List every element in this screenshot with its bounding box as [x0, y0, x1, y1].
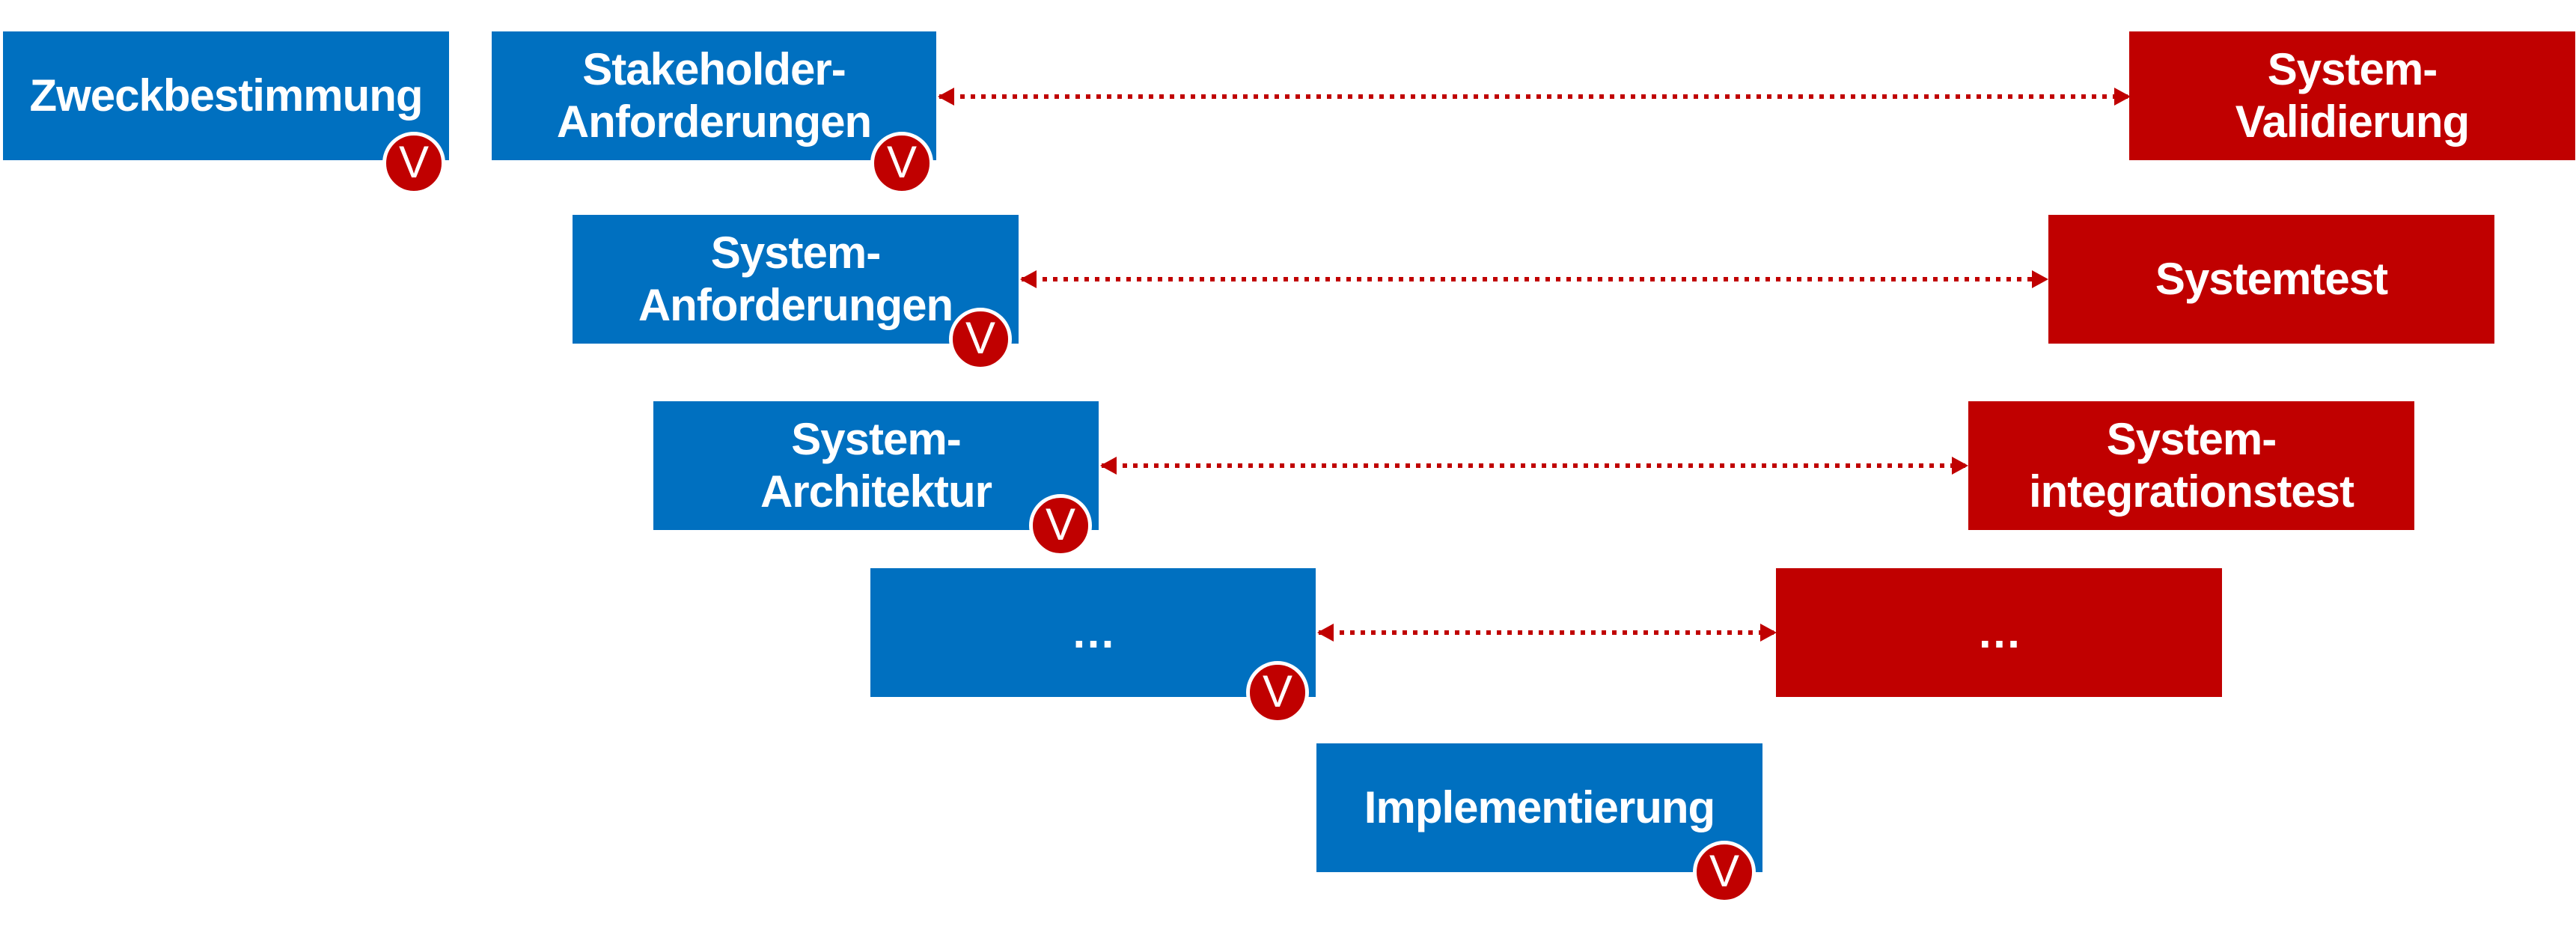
box-zweckbestimmung: Zweckbestimmung — [3, 31, 449, 160]
verification-badge: V — [1246, 661, 1309, 724]
box-label-line: Validierung — [2235, 97, 2470, 147]
arrowhead-left — [938, 88, 954, 106]
box-dots-right: … — [1776, 568, 2222, 697]
box-label-line: Architektur — [760, 466, 992, 517]
verification-badge: V — [949, 308, 1012, 371]
box-label-line: … — [1977, 607, 2022, 657]
box-label-line: System- — [2106, 414, 2277, 464]
box-label-line: Stakeholder- — [582, 44, 846, 94]
arrowhead-right — [2114, 88, 2131, 106]
box-dots-left: … — [870, 568, 1316, 697]
box-implementierung: Implementierung — [1316, 743, 1762, 872]
box-label-line: Zweckbestimmung — [29, 70, 423, 121]
box-label-line: System- — [791, 414, 961, 464]
box-label-line: Systemtest — [2155, 254, 2388, 304]
arrowhead-right — [1760, 624, 1777, 642]
box-systemintegrationstest: System- integrationstest — [1968, 401, 2414, 530]
box-label-line: Anforderungen — [638, 280, 953, 330]
box-label-line: … — [1071, 607, 1116, 657]
box-system-architektur: System- Architektur — [653, 401, 1099, 530]
box-systemtest: Systemtest — [2048, 215, 2494, 344]
arrowhead-left — [1020, 270, 1037, 288]
arrowhead-left — [1100, 457, 1117, 475]
box-label-line: System- — [710, 228, 881, 278]
arrowhead-right — [2032, 270, 2048, 288]
verification-badge: V — [1029, 494, 1092, 557]
arrowhead-right — [1952, 457, 1968, 475]
box-system-anforderungen: System- Anforderungen — [573, 215, 1019, 344]
box-label-line: Implementierung — [1364, 782, 1715, 832]
verification-badge: V — [870, 132, 933, 195]
verification-badge: V — [1693, 841, 1756, 904]
box-label-line: integrationstest — [2028, 466, 2354, 517]
box-label-line: System- — [2267, 44, 2438, 94]
arrowhead-left — [1317, 624, 1334, 642]
box-system-validierung: System- Validierung — [2129, 31, 2575, 160]
box-label-line: Anforderungen — [556, 97, 872, 147]
verification-badge: V — [382, 132, 445, 195]
box-stakeholder-anforderungen: Stakeholder- Anforderungen — [492, 31, 936, 160]
